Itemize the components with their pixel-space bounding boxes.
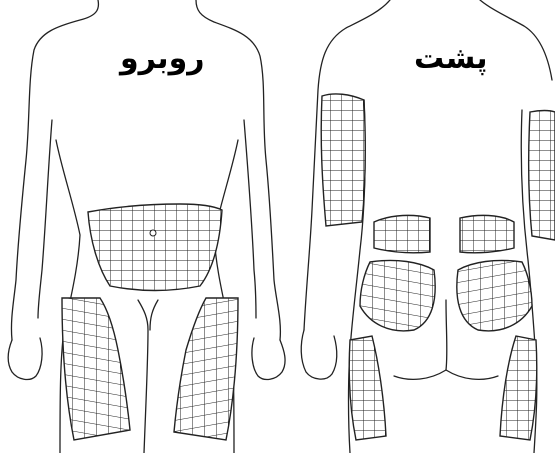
front-view-label: روبرو bbox=[120, 44, 205, 74]
back-view-label: پشت bbox=[414, 44, 488, 74]
